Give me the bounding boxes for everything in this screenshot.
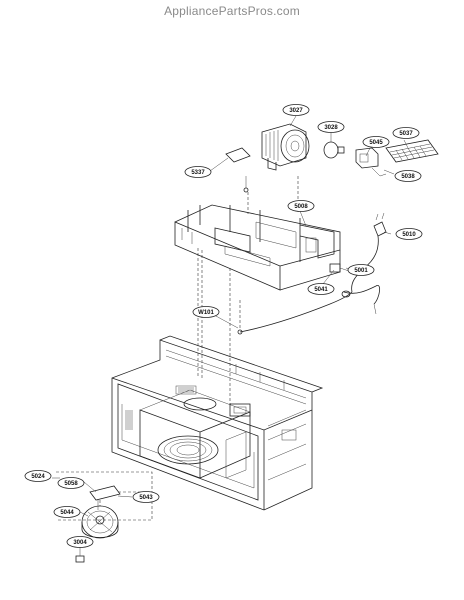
callout-oval (53, 506, 81, 518)
callout-text: 3027 (289, 108, 303, 114)
vent-grille-filter (385, 139, 439, 163)
callout-text: 5010 (402, 232, 416, 238)
ground-wire (237, 291, 353, 335)
callout-5008: 5008 (287, 200, 315, 212)
callout-text: W101 (198, 310, 214, 316)
callout-3028: 3028 (317, 121, 345, 133)
callout-text: 5037 (399, 131, 413, 137)
callout-5037: 5037 (392, 127, 420, 139)
callout-5337: 5337 (184, 166, 212, 178)
callout-text: 5001 (354, 268, 368, 274)
callout-text: 3004 (73, 540, 87, 546)
mounting-bracket-small (225, 147, 251, 193)
callout-oval (362, 136, 390, 148)
turntable-motor (81, 505, 119, 539)
callout-oval (317, 121, 345, 133)
callout-oval (282, 104, 310, 116)
callout-labels: 3027 3028 5045 5037 5337 5038 5008 5010 5001 5041… (24, 104, 423, 548)
blower-motor-assembly (261, 123, 310, 171)
callout-text: 5043 (139, 495, 153, 501)
site-watermark: AppliancePartsPros.com (164, 4, 300, 18)
mounting-screw (75, 548, 85, 563)
callout-oval (57, 477, 85, 489)
alignment-dashes (197, 176, 299, 405)
callout-5001: 5001 (347, 264, 375, 276)
callout-text: 5008 (294, 204, 308, 210)
callout-5038: 5038 (394, 170, 422, 182)
callout-5024: 5024 (24, 470, 52, 482)
lamp-socket (355, 147, 387, 177)
callout-5010: 5010 (395, 228, 423, 240)
callout-leaders (52, 115, 409, 548)
callout-5041: 5041 (307, 283, 335, 295)
oven-cavity (111, 335, 324, 511)
wire-harness (341, 284, 380, 315)
callout-oval (347, 264, 375, 276)
callout-oval (307, 283, 335, 295)
callout-oval (132, 491, 160, 503)
callout-5045: 5045 (362, 136, 390, 148)
callout-oval (394, 170, 422, 182)
callout-text: 5024 (31, 474, 45, 480)
callout-3004: 3004 (66, 536, 94, 548)
callout-oval (192, 306, 220, 318)
callout-oval (184, 166, 212, 178)
upper-frame-duct (174, 204, 341, 291)
callout-3027: 3027 (282, 104, 310, 116)
callout-oval (66, 536, 94, 548)
callout-oval (395, 228, 423, 240)
callout-text: 5038 (401, 174, 415, 180)
callout-text: 5045 (369, 140, 383, 146)
callout-5043: 5043 (132, 491, 160, 503)
callout-5058: 5058 (57, 477, 85, 489)
callout-oval (287, 200, 315, 212)
power-cord (351, 212, 387, 293)
coupler (89, 485, 121, 510)
callout-oval (24, 470, 52, 482)
callout-text: 5044 (60, 510, 74, 516)
callout-oval (392, 127, 420, 139)
callout-w101: W101 (192, 306, 220, 318)
callout-text: 5337 (191, 170, 205, 176)
callout-5044: 5044 (53, 506, 81, 518)
callout-text: 3028 (324, 125, 338, 131)
lamp-bulb (323, 141, 345, 159)
callout-text: 5041 (314, 287, 328, 293)
callout-text: 5058 (64, 481, 78, 487)
